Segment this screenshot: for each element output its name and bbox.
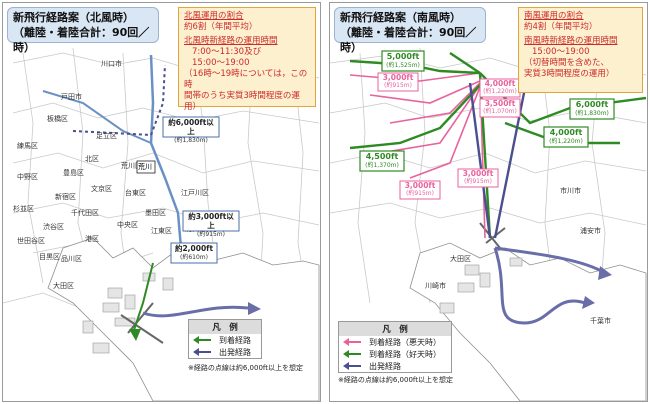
pink-arrow-icon (343, 338, 361, 346)
svg-text:江東区: 江東区 (151, 226, 172, 235)
north-title: 新飛行経路案（北風時） （離陸・着陸合計：90回／時） (7, 7, 159, 54)
purple-arrow-icon (343, 362, 361, 370)
north-altitude-2: 約3,000ft以上 (約915m) (188, 212, 234, 238)
svg-text:川崎市: 川崎市 (425, 281, 446, 290)
legend-arrival-bad: 到着経路（悪天時） (339, 336, 451, 348)
legend-departure: 出発経路 (339, 360, 451, 372)
north-altitude-3: 約2,000ft (約610m) (174, 244, 214, 261)
svg-text:港区: 港区 (85, 234, 99, 243)
svg-text:板橋区: 板橋区 (47, 114, 68, 123)
svg-text:戸田市: 戸田市 (61, 92, 82, 101)
svg-text:川口市: 川口市 (101, 59, 122, 68)
svg-text:足立区: 足立区 (96, 131, 117, 140)
svg-text:中央区: 中央区 (117, 220, 138, 229)
green-arrow-icon (193, 336, 211, 344)
south-altitude-4: 3,500ft (約1,070m) (483, 99, 517, 116)
svg-text:大田区: 大田区 (53, 281, 74, 290)
south-wind-panel: 市川市 浦安市 大田区 川崎市 千葉市 新飛行経路案（南風時） （離陸・着陸合計… (329, 2, 648, 402)
svg-text:杉並区: 杉並区 (13, 204, 34, 213)
south-footnote: ※経路の点線は約6,000ft以上を想定 (338, 376, 453, 384)
south-altitude-1: 5,000ft (約1,525m) (386, 52, 420, 69)
south-altitude-7: 4,500ft (約1,370m) (365, 152, 399, 169)
north-altitude-1: 約6,000ft以上 (約1,830m) (168, 118, 214, 144)
svg-text:新宿区: 新宿区 (55, 192, 76, 201)
svg-text:江戸川区: 江戸川区 (181, 189, 209, 197)
purple-arrow-icon (193, 348, 211, 356)
svg-text:浦安市: 浦安市 (580, 226, 601, 235)
south-altitude-2: 3,000ft (約915m) (382, 73, 414, 90)
svg-text:千葉市: 千葉市 (590, 316, 611, 325)
legend-arrival-good: 到着経路（好天時） (339, 348, 451, 360)
north-footnote: ※経路の点線は約6,000ft以上を想定 (188, 364, 303, 372)
svg-text:品川区: 品川区 (61, 255, 82, 263)
svg-text:墨田区: 墨田区 (145, 209, 166, 217)
south-altitude-3: 4,000ft (約1,220m) (483, 79, 517, 96)
svg-text:文京区: 文京区 (91, 184, 112, 193)
svg-text:千代田区: 千代田区 (71, 208, 99, 217)
north-info-box: 北風運用の割合 約6割（年間平均） 北風時新経路の運用時間 7:00～11:30… (178, 7, 316, 112)
svg-text:北区: 北区 (85, 155, 99, 163)
south-altitude-5: 6,000ft (約1,830m) (575, 100, 609, 117)
svg-text:世田谷区: 世田谷区 (17, 236, 45, 245)
south-legend: 凡 例 到着経路（悪天時） 到着経路（好天時） 出発経路 (338, 321, 452, 373)
legend-arrival: 到着経路 (189, 334, 261, 346)
svg-text:目黒区: 目黒区 (39, 253, 60, 261)
south-altitude-9: 3,000ft (約915m) (404, 181, 436, 198)
green-arrow-icon (343, 350, 361, 358)
arakawa-label: 荒川 (138, 163, 152, 171)
north-legend: 凡 例 到着経路 出発経路 (188, 319, 262, 359)
legend-departure: 出発経路 (189, 346, 261, 358)
svg-text:台東区: 台東区 (125, 188, 146, 197)
south-title: 新飛行経路案（南風時） （離陸・着陸合計：90回／時） (334, 7, 486, 54)
south-altitude-6: 4,000ft (約1,220m) (549, 128, 583, 145)
svg-text:渋谷区: 渋谷区 (43, 222, 64, 231)
south-altitude-8: 3,000ft (約915m) (462, 169, 494, 186)
svg-text:豊島区: 豊島区 (63, 168, 84, 177)
svg-text:大田区: 大田区 (450, 254, 471, 263)
svg-text:中野区: 中野区 (17, 172, 38, 181)
south-info-box: 南風運用の割合 約4割（年間平均） 南風時新経路の運用時間 15:00～19:0… (518, 7, 643, 93)
svg-text:市川市: 市川市 (560, 186, 581, 195)
svg-text:荒川区: 荒川区 (121, 161, 142, 170)
north-wind-panel: 川口市 戸田市 松戸市 板橋区 練馬区 足立区 北区 豊島区 荒川区 中野区 新… (2, 2, 321, 402)
svg-text:練馬区: 練馬区 (17, 141, 38, 150)
